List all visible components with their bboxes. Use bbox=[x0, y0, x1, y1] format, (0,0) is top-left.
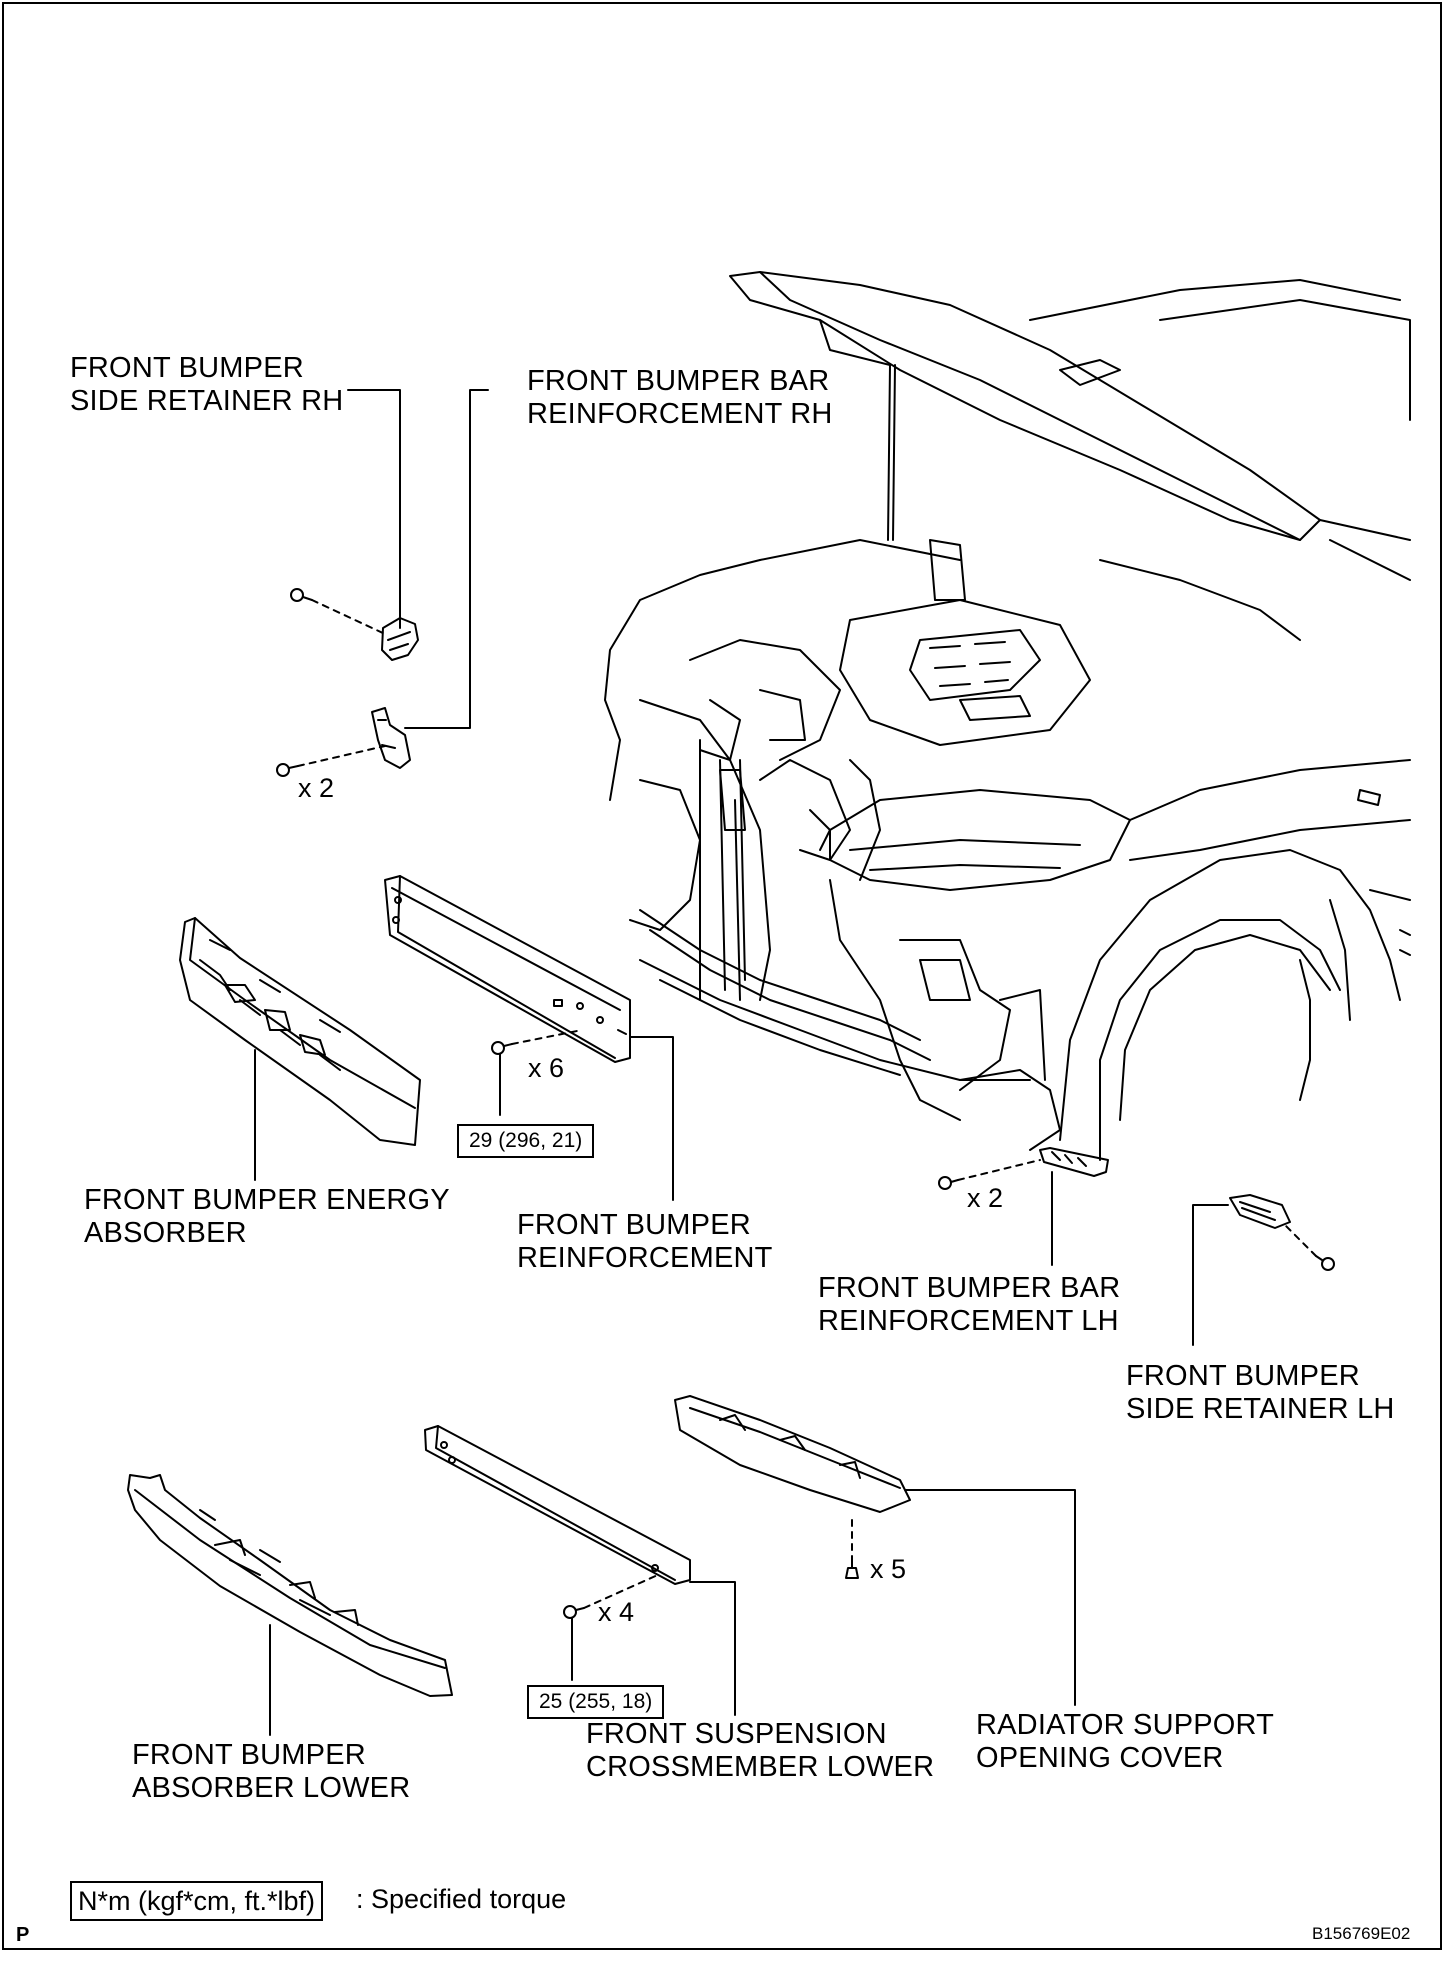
bumper-reinforcement-dash bbox=[511, 1029, 583, 1045]
diagram-frame bbox=[2, 2, 1442, 1950]
bar-reinforcement-rh-part bbox=[371, 707, 411, 769]
qty-radiator-clips: x 5 bbox=[870, 1554, 907, 1584]
bar-reinforcement-rh-dash bbox=[297, 745, 386, 767]
bar-reinforcement-rh-bolt bbox=[276, 763, 299, 777]
qty-lh-bolts: x 2 bbox=[967, 1183, 1004, 1213]
crossmember-lower-part bbox=[424, 1425, 691, 1585]
bumper-reinforcement-leader bbox=[629, 1036, 674, 1201]
radiator-cover-clip bbox=[845, 1559, 859, 1579]
energy-absorber-part bbox=[179, 917, 421, 1146]
radiator-cover-part bbox=[674, 1395, 911, 1513]
label-absorber-lower: FRONT BUMPER ABSORBER LOWER bbox=[132, 1739, 411, 1804]
qty-crossmember-bolts: x 4 bbox=[598, 1597, 635, 1627]
label-crossmember-lower: FRONT SUSPENSION CROSSMEMBER LOWER bbox=[586, 1718, 935, 1783]
legend-torque-text: : Specified torque bbox=[356, 1884, 567, 1914]
label-radiator-cover: RADIATOR SUPPORT OPENING COVER bbox=[976, 1709, 1275, 1774]
legend-torque-unit: N*m (kgf*cm, ft.*lbf) bbox=[70, 1881, 324, 1921]
bar-reinforcement-lh-part bbox=[1039, 1147, 1109, 1177]
qty-reinforcement-bolts: x 6 bbox=[528, 1053, 565, 1083]
vehicle-front-illustration bbox=[604, 271, 1411, 1161]
side-retainer-lh-bolt bbox=[1315, 1255, 1335, 1271]
side-retainer-rh-leader bbox=[347, 389, 401, 629]
side-retainer-rh-bolt bbox=[290, 588, 313, 602]
corner-page-letter: P bbox=[16, 1924, 30, 1946]
side-retainer-lh-dash bbox=[1284, 1224, 1317, 1257]
label-bar-reinforcement-rh: FRONT BUMPER BAR REINFORCEMENT RH bbox=[527, 365, 833, 430]
bar-reinforcement-rh-leader bbox=[404, 389, 489, 729]
bumper-reinforcement-part bbox=[384, 875, 631, 1063]
absorber-lower-part bbox=[127, 1474, 453, 1697]
crossmember-lower-leader bbox=[689, 1581, 736, 1716]
torque-crossmember: 25 (255, 18) bbox=[527, 1685, 665, 1719]
side-retainer-lh-part bbox=[1229, 1194, 1291, 1229]
side-retainer-rh-part bbox=[381, 617, 419, 661]
bar-reinforcement-lh-dash bbox=[957, 1159, 1041, 1181]
label-bar-reinforcement-lh: FRONT BUMPER BAR REINFORCEMENT LH bbox=[818, 1272, 1121, 1337]
label-bumper-reinforcement: FRONT BUMPER REINFORCEMENT bbox=[517, 1209, 773, 1274]
label-side-retainer-rh: FRONT BUMPER SIDE RETAINER RH bbox=[70, 352, 344, 417]
qty-rh-bolts: x 2 bbox=[298, 773, 335, 803]
label-energy-absorber: FRONT BUMPER ENERGY ABSORBER bbox=[84, 1184, 450, 1249]
crossmember-lower-dash bbox=[583, 1573, 661, 1609]
corner-figure-id: B156769E02 bbox=[1312, 1924, 1411, 1943]
side-retainer-rh-dash bbox=[311, 599, 386, 635]
bar-reinforcement-lh-bolt bbox=[938, 1176, 959, 1190]
side-retainer-lh-leader bbox=[1192, 1204, 1229, 1346]
torque-reinforcement: 29 (296, 21) bbox=[457, 1124, 595, 1158]
crossmember-lower-bolt bbox=[563, 1605, 585, 1681]
radiator-cover-leader bbox=[904, 1489, 1076, 1706]
label-side-retainer-lh: FRONT BUMPER SIDE RETAINER LH bbox=[1126, 1360, 1395, 1425]
bumper-reinforcement-bolt bbox=[491, 1041, 513, 1116]
